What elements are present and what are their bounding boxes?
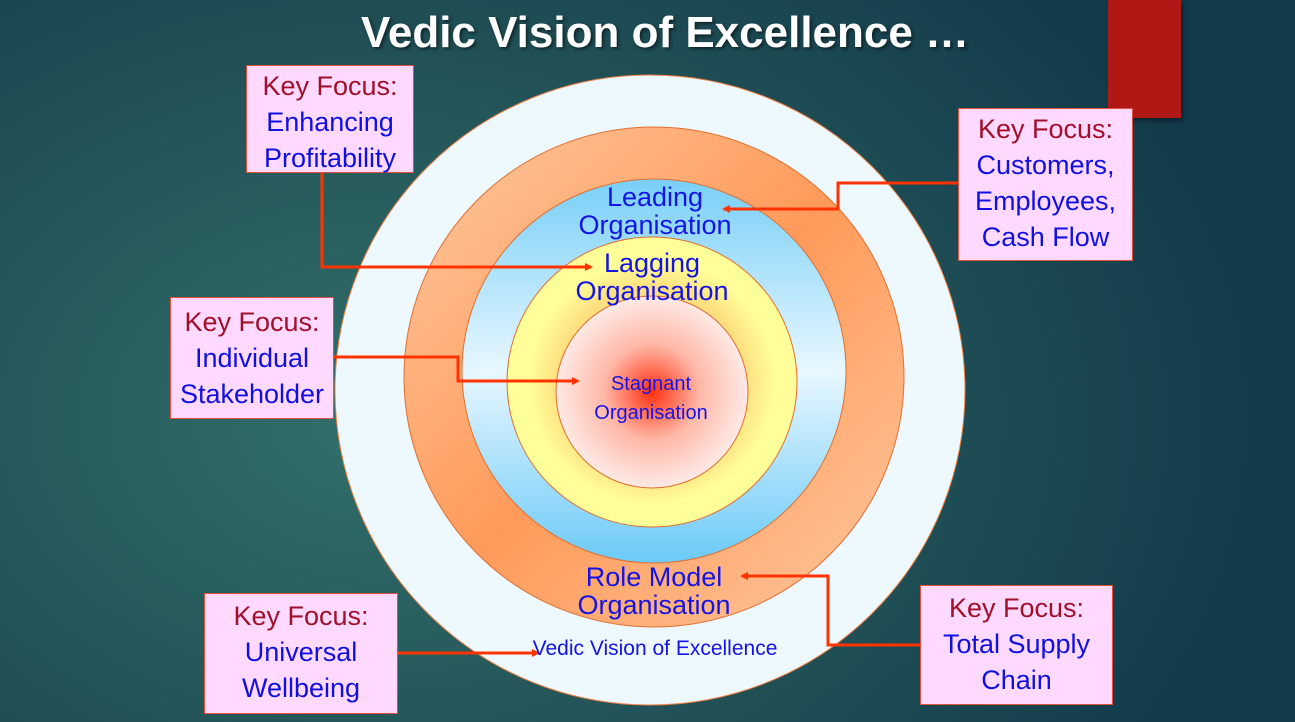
focus-line: Individual bbox=[194, 343, 310, 373]
label-line: Lagging bbox=[603, 248, 701, 278]
focus-line: Employees, bbox=[974, 186, 1117, 216]
arrow-customers bbox=[722, 181, 958, 213]
focus-box-stakeholder: Key Focus: Individual Stakeholder bbox=[170, 297, 334, 419]
focus-line: Wellbeing bbox=[241, 673, 361, 703]
focus-box-wellbeing: Key Focus: Universal Wellbeing bbox=[204, 593, 398, 714]
label-line: Role Model bbox=[585, 562, 723, 592]
focus-box-supply-chain: Key Focus: Total Supply Chain bbox=[920, 585, 1113, 705]
ring-stagnant bbox=[555, 295, 749, 489]
focus-box-customers: Key Focus: Customers, Employees, Cash Fl… bbox=[958, 108, 1133, 261]
label-line: Organisation bbox=[577, 590, 731, 620]
accent-bar bbox=[1108, 0, 1181, 118]
focus-line: Stakeholder bbox=[179, 379, 325, 409]
key-focus-label: Key Focus: bbox=[184, 307, 320, 337]
key-focus-label: Key Focus: bbox=[948, 593, 1085, 623]
label-role-model: Role Model Organisation bbox=[544, 563, 764, 619]
label-line: Leading bbox=[606, 182, 704, 212]
label-leading: Leading Organisation bbox=[555, 183, 755, 239]
focus-line: Universal bbox=[244, 637, 358, 667]
arrow-profitability bbox=[320, 173, 593, 271]
arrow-supply-chain bbox=[740, 572, 920, 647]
key-focus-label: Key Focus: bbox=[233, 601, 369, 631]
focus-line: Customers, bbox=[976, 150, 1115, 180]
focus-line: Chain bbox=[981, 665, 1052, 695]
focus-line: Profitability bbox=[263, 143, 397, 173]
focus-line: Enhancing bbox=[266, 107, 394, 137]
slide-title: Vedic Vision of Excellence … bbox=[360, 8, 970, 57]
focus-line: Total Supply bbox=[942, 629, 1091, 659]
key-focus-label: Key Focus: bbox=[977, 114, 1114, 144]
label-line: Stagnant bbox=[610, 373, 692, 395]
arrow-stakeholder bbox=[334, 355, 580, 385]
key-focus-label: Key Focus: bbox=[262, 71, 398, 101]
label-vedic-vision: Vedic Vision of Excellence bbox=[532, 637, 778, 660]
label-line: Organisation bbox=[575, 276, 729, 306]
label-lagging: Lagging Organisation bbox=[552, 249, 752, 305]
label-line: Organisation bbox=[594, 402, 708, 424]
focus-line: Cash Flow bbox=[981, 222, 1110, 252]
label-line: Organisation bbox=[578, 210, 732, 240]
focus-box-profitability: Key Focus: Enhancing Profitability bbox=[246, 65, 414, 173]
label-stagnant: Stagnant Organisation bbox=[551, 370, 751, 428]
